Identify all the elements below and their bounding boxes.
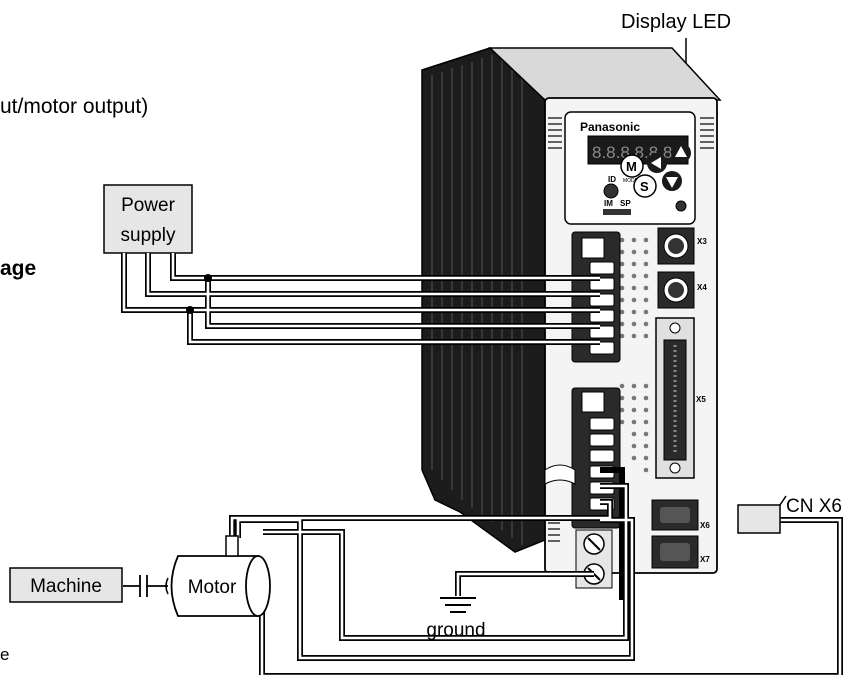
port-x4-label: X4 [697, 283, 707, 292]
machine-label: Machine [30, 576, 102, 597]
ground-label: ground [426, 620, 485, 641]
coupling [123, 575, 168, 597]
power-supply-box [103, 184, 193, 254]
power-supply-label-2: supply [121, 225, 176, 246]
servo-drive: Panasonic 8.8.8.8.8.8. ID M MODE S IM SP [421, 47, 722, 589]
motor-output-connector [544, 387, 621, 529]
motor [165, 535, 271, 617]
machine-box [9, 567, 123, 603]
power-supply-label-1: Power [121, 195, 176, 216]
im-label: IM [604, 199, 613, 208]
mode-button[interactable] [620, 154, 644, 178]
connector-latch-upper [581, 237, 605, 259]
vents-left [548, 117, 562, 542]
port-x4 [657, 271, 695, 309]
id-label: ID [608, 175, 616, 184]
mode-button-sub: MODE [623, 178, 639, 184]
port-x5 [655, 317, 695, 479]
status-led [675, 200, 687, 212]
motor-label: Motor [188, 577, 237, 598]
terminal-dot-grid [619, 237, 649, 473]
id-rotary-switch[interactable] [603, 183, 619, 199]
cut-text-output: ut/motor output) [0, 95, 148, 118]
vents-right [700, 117, 714, 149]
power-wiring [121, 253, 600, 345]
set-button-label: S [640, 179, 649, 194]
brand-logo: Panasonic [580, 120, 640, 134]
brand-plate [578, 121, 650, 129]
port-x6 [651, 499, 699, 531]
sp-label: SP [620, 199, 631, 208]
port-x6-label: X6 [700, 521, 710, 530]
cut-text-voltage: age [0, 257, 36, 280]
display-led-label: Display LED [621, 11, 731, 33]
port-x3 [657, 227, 695, 265]
port-x7-label: X7 [700, 555, 710, 564]
ground-wiring [440, 571, 594, 613]
cn-x6-plug [737, 504, 781, 534]
port-x3-label: X3 [697, 237, 707, 246]
heatsink [421, 47, 546, 553]
ground-screws [575, 529, 613, 589]
connector-latch-lower [581, 391, 605, 413]
up-arrow-icon [675, 146, 687, 157]
port-x5-label: X5 [696, 395, 706, 404]
cut-text-small: e [0, 645, 9, 664]
motor-wiring [229, 467, 635, 661]
mode-button-label: M [626, 159, 637, 174]
down-arrow-icon [666, 177, 678, 188]
set-button[interactable] [633, 174, 657, 198]
drive-top [488, 47, 722, 101]
left-arrow-icon [651, 157, 661, 169]
im-sp-terminals [603, 209, 631, 215]
motor-encoder-connector [225, 535, 239, 557]
port-x7 [651, 535, 699, 569]
cn-x6-label: CN X6 [786, 496, 842, 517]
release-lever[interactable] [544, 464, 576, 485]
